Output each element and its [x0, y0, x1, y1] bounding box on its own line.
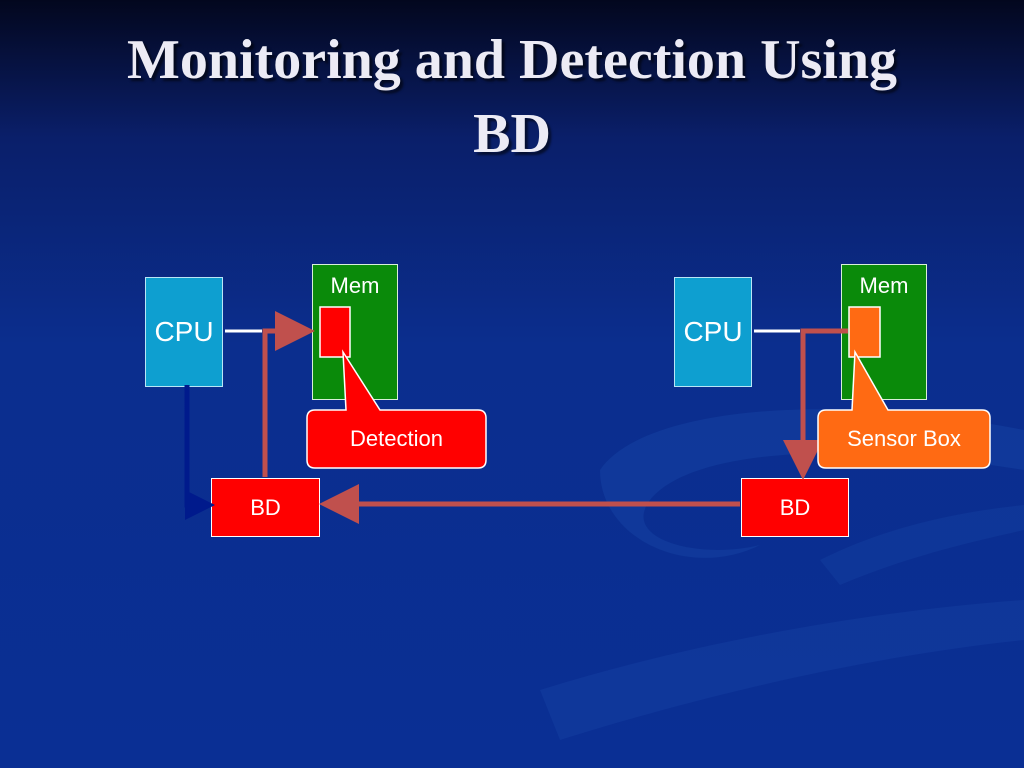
left-bd-label: BD	[250, 494, 281, 520]
left-cpu-box: CPU	[145, 277, 223, 387]
slide-title-line-1: Monitoring and Detection Using	[127, 29, 897, 91]
slide-title-line-2: BD	[473, 103, 551, 165]
left-bd-box: BD	[211, 478, 320, 537]
right-bd-label: BD	[779, 494, 811, 520]
left-cpu-label: CPU	[154, 316, 214, 347]
left-cpu-to-bd-arrow	[184, 385, 215, 520]
sensor-box-callout	[817, 349, 991, 469]
right-cpu-label: CPU	[683, 316, 743, 347]
left-memory-label: Mem	[330, 273, 380, 298]
left-memory-block	[319, 306, 351, 358]
right-memory-to-bd-arrow	[783, 328, 848, 480]
right-memory-block	[848, 306, 881, 358]
detection-callout-label: Detection	[350, 426, 443, 451]
right-cpu-box: CPU	[674, 277, 752, 387]
sensor-box-callout-label: Sensor Box	[847, 426, 961, 451]
right-bd-box: BD	[741, 478, 849, 537]
left-bd-to-memory-arrow	[262, 311, 315, 477]
detection-callout	[306, 349, 487, 469]
right-memory-label: Mem	[859, 273, 909, 298]
